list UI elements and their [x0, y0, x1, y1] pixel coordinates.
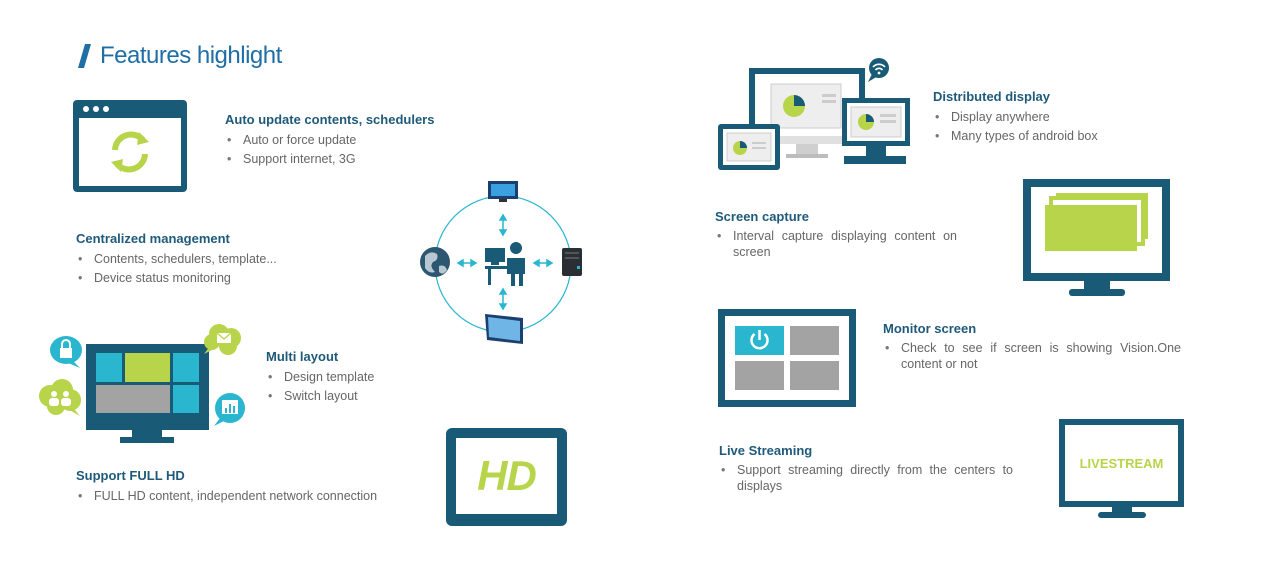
feature-item: Contents, schedulers, template...	[76, 250, 277, 269]
chart-bubble-icon	[214, 393, 245, 426]
feature-auto-update: Auto update contents, schedulers Auto or…	[225, 112, 434, 169]
monitor-icon	[488, 181, 518, 202]
slash-icon	[78, 44, 91, 68]
feature-live-streaming: Live Streaming Support streaming directl…	[719, 443, 1013, 497]
feature-item: Switch layout	[266, 387, 374, 406]
feature-item: Display anywhere	[933, 108, 1098, 127]
feature-title: Distributed display	[933, 89, 1051, 104]
feature-item: Support streaming directly from the cent…	[719, 462, 1013, 494]
lock-bubble-icon	[50, 336, 82, 368]
feature-distributed: Distributed display Display anywhere Man…	[933, 89, 1098, 146]
power-grid-icon	[718, 309, 856, 407]
network-hub-icon	[420, 181, 582, 344]
globe-icon	[420, 247, 450, 277]
feature-item: Design template	[266, 368, 374, 387]
page-title: Features highlight	[100, 42, 282, 69]
page-title-wrap: Features highlight	[76, 42, 282, 70]
feature-item: Device status monitoring	[76, 269, 277, 288]
feature-item: Auto or force update	[225, 131, 434, 150]
feature-monitor-screen: Monitor screen Check to see if screen is…	[883, 321, 1181, 375]
feature-title: Auto update contents, schedulers	[225, 112, 435, 127]
feature-screen-capture: Screen capture Interval capture displayi…	[715, 209, 957, 263]
feature-item: Check to see if screen is showing Vision…	[883, 340, 1181, 372]
hd-monitor-icon: HD	[446, 428, 567, 526]
hd-label: HD	[477, 452, 537, 499]
feature-item: FULL HD content, independent network con…	[76, 487, 377, 506]
devices-icon	[718, 58, 910, 170]
admin-person-icon	[485, 242, 525, 286]
feature-full-hd: Support FULL HD FULL HD content, indepen…	[76, 468, 377, 506]
feature-multi-layout: Multi layout Design template Switch layo…	[266, 349, 374, 406]
mail-bubble-icon	[204, 324, 241, 355]
livestream-label: LIVESTREAM	[1079, 455, 1164, 471]
feature-title: Support FULL HD	[76, 468, 185, 483]
feature-item: Support internet, 3G	[225, 150, 434, 169]
feature-item: Many types of android box	[933, 127, 1098, 146]
feature-title: Multi layout	[266, 349, 339, 364]
monitor-layout-icon	[39, 324, 245, 443]
stacked-screens-icon	[1023, 179, 1170, 296]
server-icon	[562, 248, 582, 276]
feature-title: Live Streaming	[719, 443, 813, 458]
wifi-bubble-icon	[868, 58, 889, 82]
feature-title: Centralized management	[76, 231, 230, 246]
browser-refresh-icon	[73, 100, 187, 192]
feature-centralized: Centralized management Contents, schedul…	[76, 231, 277, 288]
people-bubble-icon	[39, 379, 81, 416]
feature-title: Monitor screen	[883, 321, 977, 336]
feature-title: Screen capture	[715, 209, 809, 224]
livestream-monitor-icon: LIVESTREAM	[1059, 419, 1184, 519]
feature-item: Interval capture displaying content on s…	[715, 228, 957, 260]
tv-icon	[485, 314, 523, 344]
